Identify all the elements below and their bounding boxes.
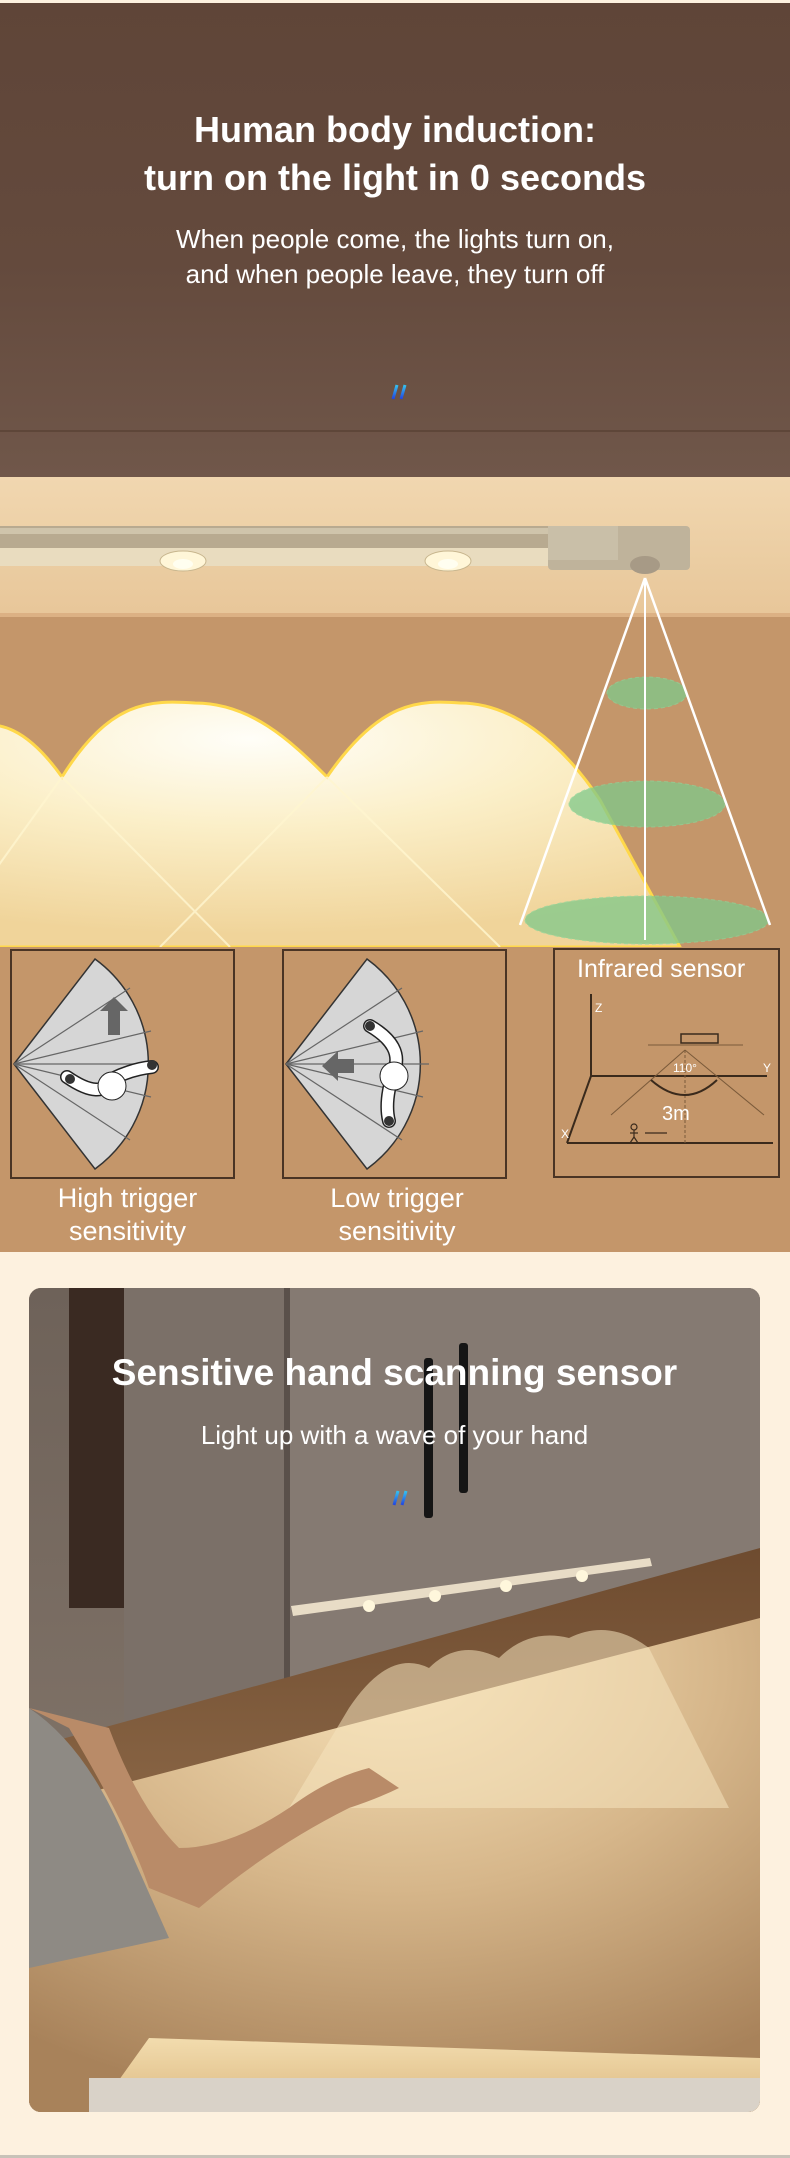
- infrared-sensor-title: Infrared sensor: [577, 955, 746, 983]
- high-sensitivity-label: High trigger sensitivity: [57, 1183, 198, 1246]
- svg-text:110°: 110°: [673, 1061, 697, 1075]
- double-slash-divider-icon: [392, 1490, 408, 1506]
- hero-title: Human body induction: turn on the light …: [0, 106, 790, 202]
- hero-banner: [0, 3, 790, 477]
- hero-title-line2: turn on the light in 0 seconds: [143, 157, 646, 198]
- coverage-axis-diagram: Z Y X 110° 3m: [561, 994, 773, 1144]
- svg-text:3m: 3m: [662, 1103, 690, 1125]
- light-bar: [0, 526, 690, 574]
- hero-subtitle-line1: When people come, the lights turn on,: [176, 224, 614, 254]
- double-slash-divider-icon: [391, 384, 407, 400]
- pir-fan-person-icon: [13, 957, 159, 1171]
- hero-subtitle: When people come, the lights turn on, an…: [0, 222, 790, 292]
- ceiling-edge: [0, 613, 790, 617]
- arrow-up-icon: [100, 997, 128, 1035]
- page-bottom-border: [0, 2155, 790, 2158]
- card-subtitle: Light up with a wave of your hand: [200, 1420, 589, 1450]
- card-title: Sensitive hand scanning sensor: [111, 1352, 678, 1393]
- svg-text:X: X: [561, 1127, 569, 1141]
- walking-person-icon: [629, 1123, 639, 1144]
- light-beam-illustration: [0, 526, 772, 947]
- hand-scan-card: Sensitive hand scanning sensor Light up …: [29, 1288, 760, 2112]
- hero-subtitle-line2: and when people leave, they turn off: [185, 259, 605, 289]
- infrared-sensor-diagram: Infrared sensor Z Y X 110° 3m: [553, 948, 780, 1178]
- high-sensitivity-diagram: [10, 949, 235, 1179]
- pir-fan-person-icon: [285, 957, 429, 1171]
- arrow-left-icon: [322, 1051, 354, 1081]
- hero-title-line1: Human body induction:: [194, 109, 596, 150]
- hero-ledge: [0, 430, 790, 432]
- low-sensitivity-label: Low trigger sensitivity: [330, 1183, 464, 1246]
- pir-sensor-dome: [630, 556, 660, 574]
- kitchen-cabinet-photo: [29, 1288, 760, 2112]
- svg-text:Z: Z: [595, 1001, 602, 1015]
- low-sensitivity-diagram: [282, 949, 507, 1179]
- svg-text:Y: Y: [763, 1061, 771, 1075]
- detection-cone: [518, 577, 772, 945]
